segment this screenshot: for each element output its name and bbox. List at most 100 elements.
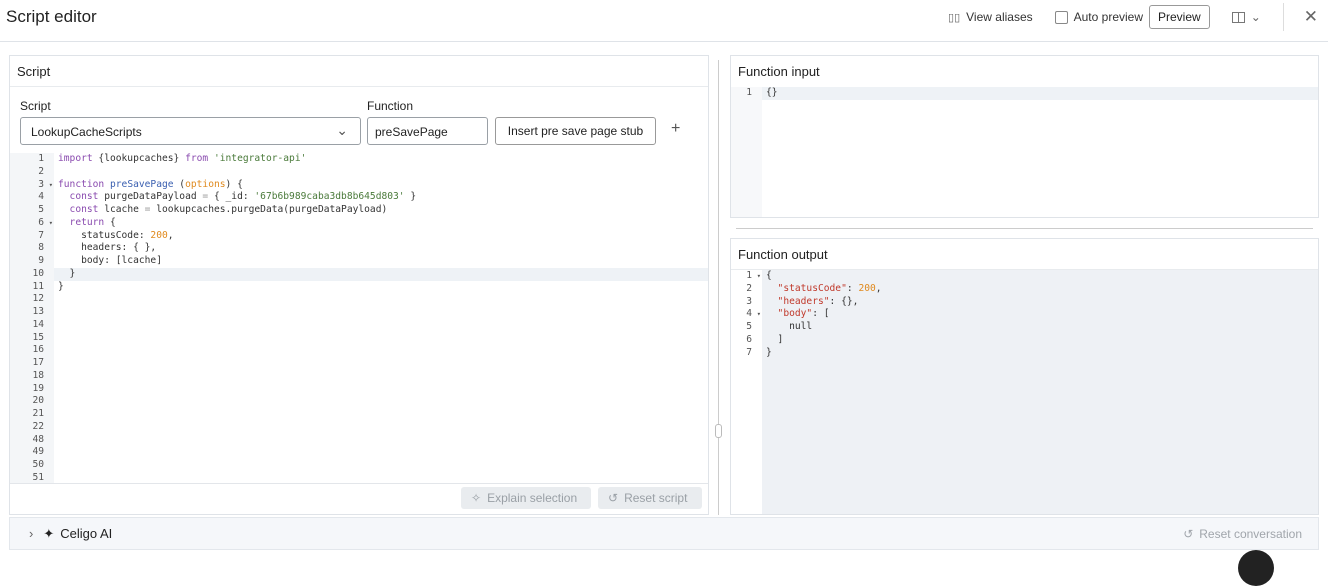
chevron-down-icon: ⌄ bbox=[336, 122, 348, 138]
code-line bbox=[54, 446, 708, 459]
reset-script-button[interactable]: ↺Reset script bbox=[598, 487, 702, 509]
code-line bbox=[54, 408, 708, 421]
line-number-gutter: 1 bbox=[731, 87, 762, 217]
preview-button[interactable]: Preview bbox=[1149, 5, 1210, 29]
reset-icon: ↺ bbox=[608, 491, 619, 505]
code-token: { _id: bbox=[208, 191, 255, 203]
code-token: import bbox=[58, 153, 93, 164]
line-number: 7 bbox=[38, 229, 44, 241]
chat-launcher-button[interactable] bbox=[1238, 550, 1274, 586]
line-number: 12 bbox=[32, 293, 44, 305]
line-number: 11 bbox=[32, 280, 44, 292]
code-token: return bbox=[58, 216, 105, 228]
line-number-gutter: 1234567891011121314151617181920212248495… bbox=[10, 153, 54, 483]
code-token: {lookupcaches} bbox=[92, 153, 186, 164]
celigo-ai-bar[interactable]: › ✦ Celigo AI ↺Reset conversation bbox=[9, 517, 1319, 550]
code-token: } bbox=[766, 346, 772, 358]
function-output-viewer[interactable]: 1234567 { "statusCode": 200, "headers": … bbox=[731, 270, 1318, 514]
line-number: 13 bbox=[32, 306, 44, 317]
code-token: : [ bbox=[812, 308, 830, 320]
line-number: 14 bbox=[32, 318, 44, 330]
code-line: null bbox=[762, 321, 1318, 334]
code-token: 'integrator-api' bbox=[208, 153, 307, 164]
insert-stub-button[interactable]: Insert pre save page stub bbox=[495, 117, 656, 145]
function-input-panel: Function input 1 {} bbox=[730, 55, 1319, 218]
celigo-ai-label: Celigo AI bbox=[60, 526, 113, 541]
view-aliases-button[interactable]: ▯▯ View aliases bbox=[948, 10, 1033, 24]
script-select[interactable]: LookupCacheScripts ⌄ bbox=[20, 117, 361, 145]
code-line bbox=[54, 434, 708, 447]
code-token: : {}, bbox=[829, 295, 859, 307]
code-line bbox=[54, 383, 708, 396]
auto-preview-label: Auto preview bbox=[1073, 10, 1143, 24]
code-token: = bbox=[202, 191, 209, 203]
book-icon: ▯▯ bbox=[948, 11, 961, 24]
close-icon[interactable]: ✕ bbox=[1303, 7, 1318, 26]
splitter-handle[interactable] bbox=[715, 424, 722, 438]
sparkle-icon: ✦ bbox=[43, 525, 55, 541]
vertical-splitter[interactable] bbox=[718, 60, 719, 515]
line-number: 3 bbox=[746, 295, 752, 307]
code-token: from bbox=[185, 153, 209, 164]
script-panel: Script Script LookupCacheScripts ⌄ Funct… bbox=[9, 55, 709, 515]
chevron-right-icon[interactable]: › bbox=[29, 526, 34, 541]
line-number: 1 bbox=[38, 153, 44, 164]
code-token: lookupcaches.purgeData(purgeDataPayload) bbox=[150, 204, 388, 215]
code-token: lcache bbox=[98, 204, 145, 215]
script-label: Script bbox=[20, 99, 51, 113]
function-label: Function bbox=[367, 99, 414, 113]
line-number: 1 bbox=[731, 270, 762, 283]
code-token: '67b6b989caba3db8b645d803' bbox=[254, 191, 405, 203]
header: Script editor ▯▯ View aliases Auto previ… bbox=[0, 0, 1328, 42]
line-number: 49 bbox=[32, 446, 44, 458]
code-token: headers: { }, bbox=[58, 242, 157, 254]
code-line bbox=[54, 395, 708, 408]
line-number: 18 bbox=[32, 369, 44, 381]
code-line: const purgeDataPayload = { _id: '67b6b98… bbox=[54, 191, 708, 204]
line-number: 5 bbox=[746, 321, 752, 332]
auto-preview-toggle[interactable]: Auto preview bbox=[1054, 10, 1143, 24]
code-token: null bbox=[766, 321, 813, 332]
page-title: Script editor bbox=[6, 7, 97, 26]
line-number: 20 bbox=[32, 395, 44, 407]
line-number: 10 bbox=[32, 267, 44, 279]
code-token: const bbox=[58, 204, 99, 215]
line-number: 22 bbox=[32, 420, 44, 432]
code-line bbox=[54, 370, 708, 383]
code-line bbox=[54, 421, 708, 434]
add-icon[interactable]: + bbox=[671, 120, 681, 137]
code-token: ] bbox=[766, 333, 784, 345]
layout-icon bbox=[1231, 11, 1245, 23]
code-token: "body" bbox=[766, 308, 813, 320]
code-line: } bbox=[762, 347, 1318, 360]
line-number: 21 bbox=[32, 408, 44, 419]
line-number: 51 bbox=[32, 471, 44, 483]
code-line: import {lookupcaches} from 'integrator-a… bbox=[54, 153, 708, 166]
function-input-editor[interactable]: 1 {} bbox=[731, 87, 1318, 217]
code-line: body: [lcache] bbox=[54, 255, 708, 268]
code-line: "body": [ bbox=[762, 308, 1318, 321]
line-number: 4 bbox=[731, 308, 762, 321]
function-input[interactable]: preSavePage bbox=[367, 117, 488, 145]
script-code-editor[interactable]: 1234567891011121314151617181920212248495… bbox=[10, 153, 708, 484]
code-token: { bbox=[766, 270, 772, 281]
line-number: 19 bbox=[32, 382, 44, 394]
code-line bbox=[54, 472, 708, 483]
line-number: 16 bbox=[32, 344, 44, 356]
code-token: ) { bbox=[225, 178, 243, 190]
layout-toggle-button[interactable]: ⌄ bbox=[1231, 10, 1261, 24]
explain-selection-button[interactable]: ✧Explain selection bbox=[461, 487, 591, 509]
code-token: } bbox=[58, 267, 76, 279]
code-line: ] bbox=[762, 334, 1318, 347]
code-line: return { bbox=[54, 217, 708, 230]
line-number: 15 bbox=[32, 331, 44, 343]
code-line bbox=[54, 344, 708, 357]
horizontal-splitter[interactable] bbox=[736, 228, 1313, 229]
code-line: {} bbox=[762, 87, 1318, 100]
reset-conversation-button[interactable]: ↺Reset conversation bbox=[1183, 527, 1302, 541]
code-token: preSavePage bbox=[104, 178, 174, 190]
code-token: options bbox=[185, 178, 226, 190]
code-line: } bbox=[54, 281, 708, 294]
auto-preview-checkbox[interactable] bbox=[1054, 10, 1068, 24]
code-line bbox=[54, 306, 708, 319]
